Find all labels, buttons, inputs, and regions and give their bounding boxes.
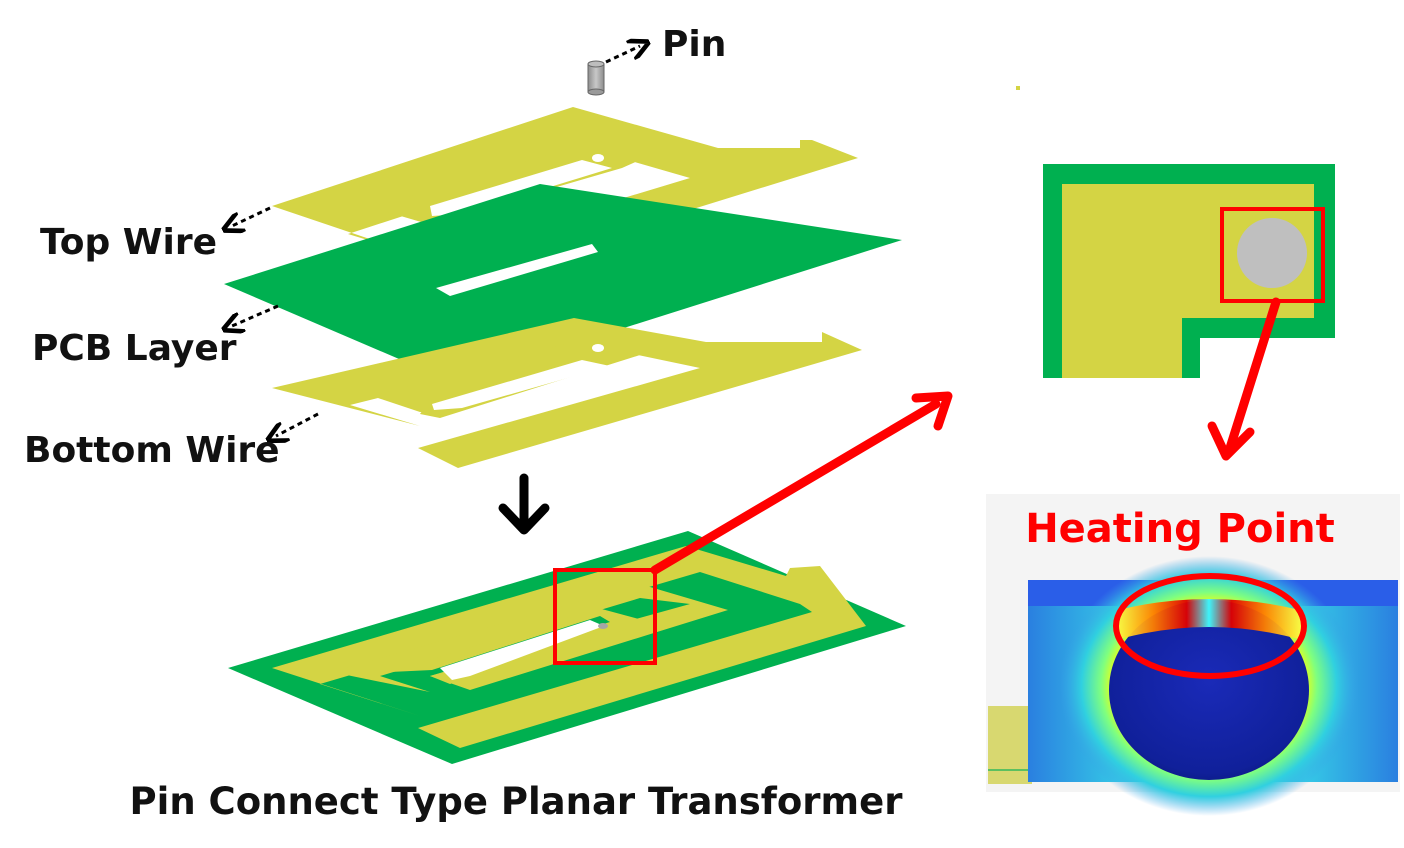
pin-pad-zoom — [1043, 164, 1335, 378]
heating-point-highlight — [1113, 573, 1307, 679]
top-wire-leader-arrow — [232, 206, 271, 226]
assembled-transformer — [228, 531, 906, 764]
top-wire-layer — [272, 107, 858, 278]
pcb-slot — [436, 244, 598, 296]
bottom-wire-leader-arrow — [276, 412, 319, 436]
pcb-layer — [224, 184, 902, 380]
bottom-wire-label: Bottom Wire — [24, 430, 280, 471]
thermal-simulation-view — [986, 494, 1400, 816]
thermal-connector-arrow — [1207, 297, 1281, 461]
zoom-connector-arrow — [650, 391, 953, 575]
pin-leader-arrow — [605, 46, 640, 64]
diagram-caption: Pin Connect Type Planar Transformer — [130, 780, 904, 823]
pcb-layer-label: PCB Layer — [32, 328, 237, 369]
top-wire-label: Top Wire — [40, 222, 217, 263]
image-speck — [1016, 86, 1020, 90]
pcb-layer-leader-arrow — [232, 304, 279, 326]
assembly-down-arrow — [498, 473, 550, 535]
pin-component — [587, 60, 605, 96]
pin-label: Pin — [662, 24, 726, 65]
pin-zoom-highlight — [553, 568, 657, 665]
bottom-wire-layer — [272, 318, 862, 468]
heating-point-label: Heating Point — [1025, 506, 1335, 552]
